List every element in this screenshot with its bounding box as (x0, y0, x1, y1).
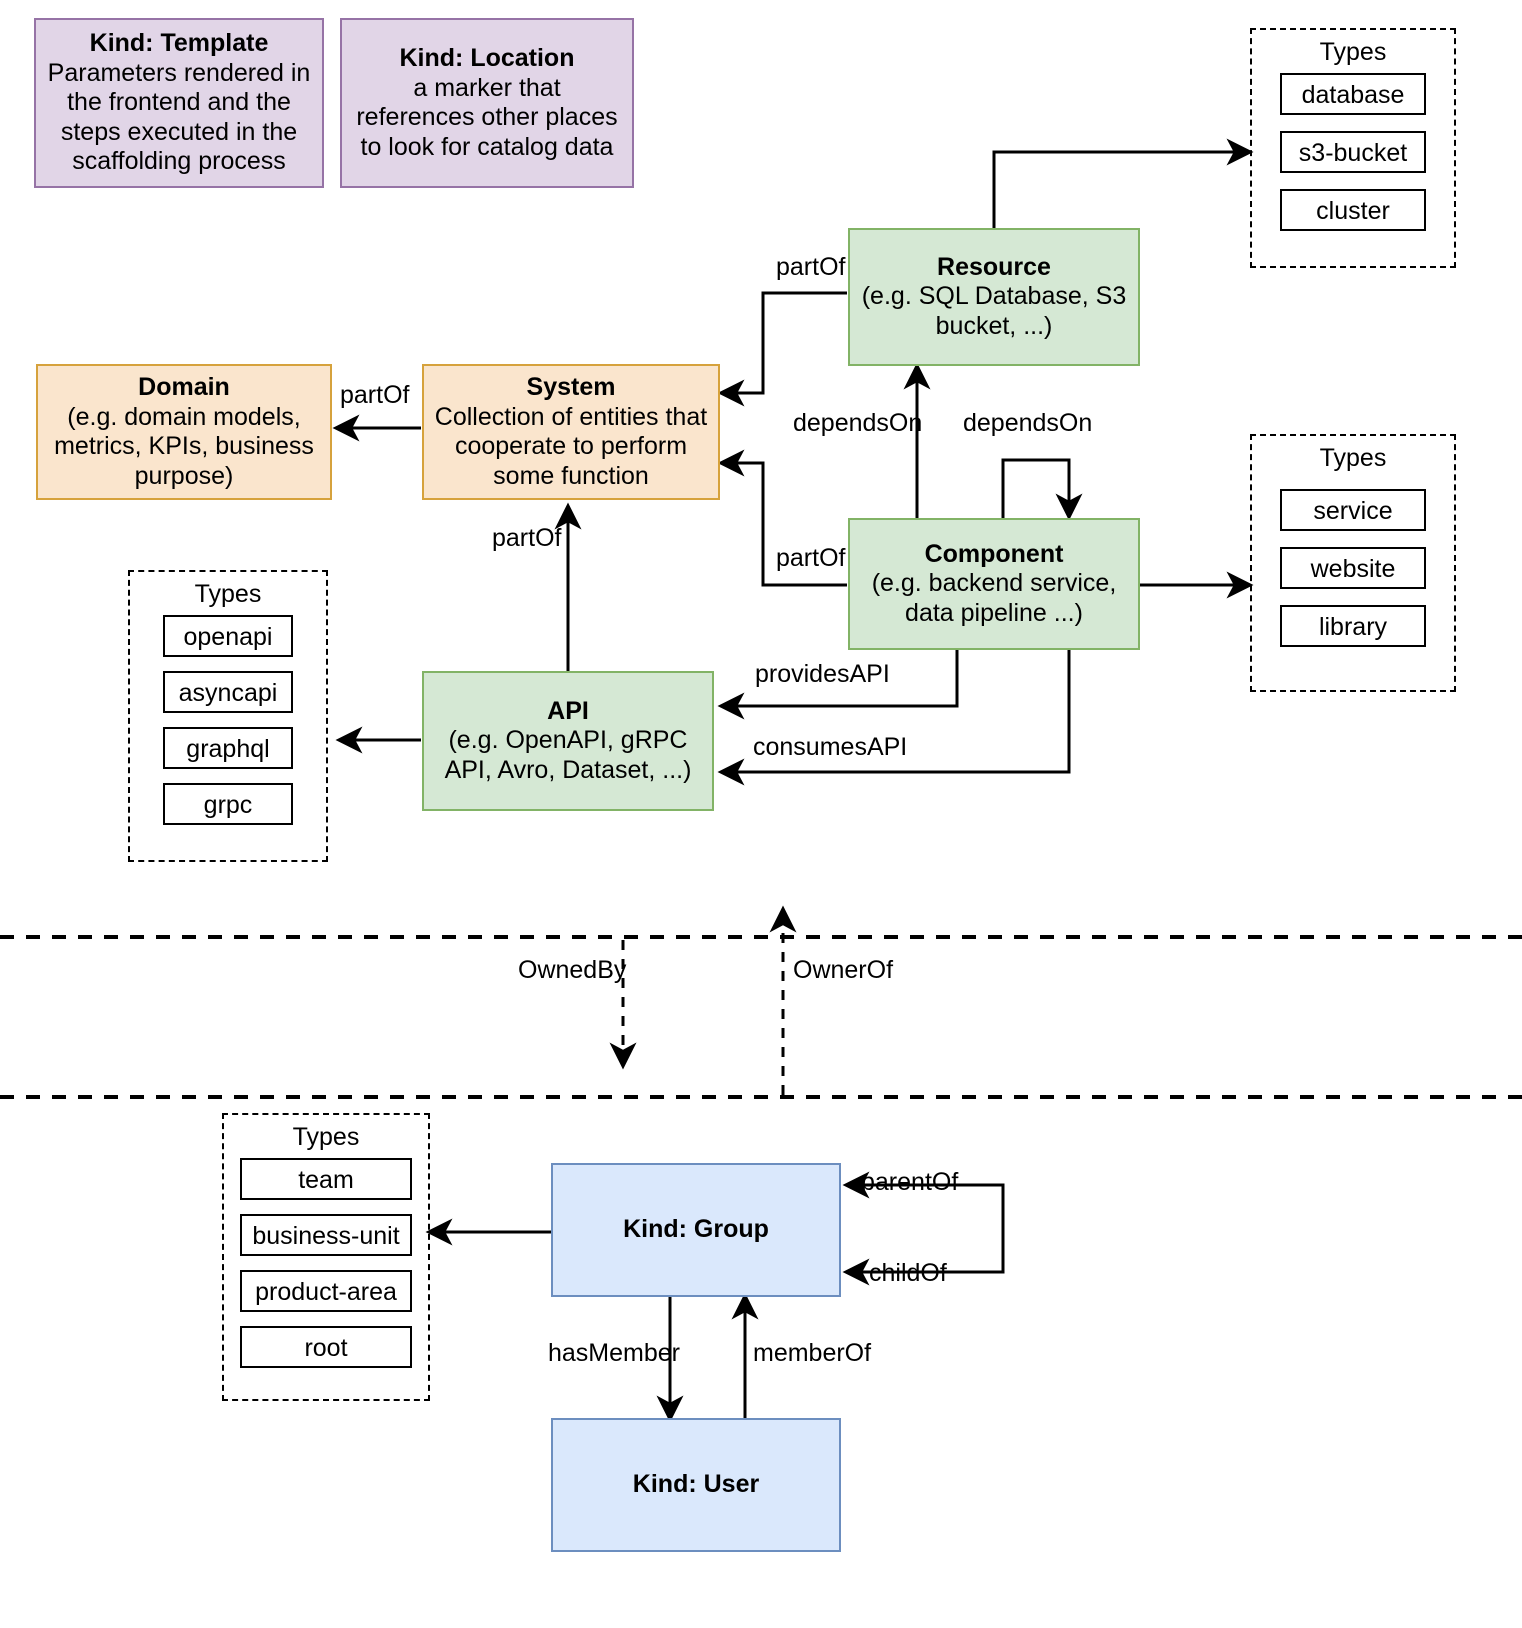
node-title: Kind: Location (399, 44, 575, 72)
type-chip[interactable]: root (240, 1326, 412, 1368)
node-title: API (547, 696, 589, 725)
type-chip[interactable]: database (1280, 73, 1426, 115)
node-kind-location[interactable]: Kind: Location a marker that references … (340, 18, 634, 188)
node-kind-user[interactable]: Kind: User (551, 1418, 841, 1552)
edge-label-resource-partof-system: partOf (776, 253, 846, 281)
edge-label-system-partof-domain: partOf (340, 381, 410, 409)
node-kind-group[interactable]: Kind: Group (551, 1163, 841, 1297)
node-title: Kind: User (632, 1470, 760, 1499)
node-component[interactable]: Component (e.g. backend service, data pi… (848, 518, 1140, 650)
types-group-component: Types service website library (1250, 434, 1456, 692)
edge-label-component-partof-system: partOf (776, 544, 846, 572)
node-domain[interactable]: Domain (e.g. domain models, metrics, KPI… (36, 364, 332, 500)
edge-resource-partof-system (717, 291, 847, 407)
edge-label-user-memberof: memberOf (753, 1339, 872, 1367)
node-title: Resource (937, 252, 1051, 281)
edge-component-dependson-self (1001, 458, 1083, 521)
node-description: (e.g. backend service, data pipeline ...… (871, 569, 1117, 627)
edge-resource-to-types (992, 138, 1254, 228)
node-system[interactable]: System Collection of entities that coope… (422, 364, 720, 500)
type-chip[interactable]: openapi (163, 615, 293, 657)
types-group-label: Types (292, 1123, 360, 1151)
type-chip[interactable]: service (1280, 489, 1426, 531)
node-description: Collection of entities that cooperate to… (434, 402, 708, 490)
types-group-resource: Types database s3-bucket cluster (1250, 28, 1456, 268)
node-resource[interactable]: Resource (e.g. SQL Database, S3 bucket, … (848, 228, 1140, 366)
types-group-label: Types (1319, 38, 1387, 66)
node-title: Kind: Group (623, 1215, 769, 1244)
edge-label-component-dependson-self: dependsOn (963, 409, 1093, 437)
type-chip[interactable]: product-area (240, 1270, 412, 1312)
type-chip[interactable]: cluster (1280, 189, 1426, 231)
edge-label-api-partof-system: partOf (492, 524, 562, 552)
type-chip[interactable]: business-unit (240, 1214, 412, 1256)
edge-label-ownerof: OwnerOf (793, 956, 894, 984)
node-title: Domain (138, 373, 230, 401)
edge-label-group-hasmember: hasMember (548, 1339, 680, 1367)
types-group-group: Types team business-unit product-area ro… (222, 1113, 430, 1401)
type-chip[interactable]: website (1280, 547, 1426, 589)
node-description: a marker that references other places to… (356, 73, 618, 161)
node-api[interactable]: API (e.g. OpenAPI, gRPC API, Avro, Datas… (422, 671, 714, 811)
type-chip[interactable]: asyncapi (163, 671, 293, 713)
edge-label-component-dependson-resource: dependsOn (793, 409, 923, 437)
edge-label-ownedby: OwnedBy (518, 956, 627, 984)
edge-label-group-childof: childOf (869, 1259, 947, 1287)
node-kind-template[interactable]: Kind: Template Parameters rendered in th… (34, 18, 324, 188)
node-description: (e.g. SQL Database, S3 bucket, ...) (861, 282, 1127, 340)
type-chip[interactable]: s3-bucket (1280, 131, 1426, 173)
type-chip[interactable]: grpc (163, 783, 293, 825)
type-chip[interactable]: team (240, 1158, 412, 1200)
types-group-api: Types openapi asyncapi graphql grpc (128, 570, 328, 862)
type-chip[interactable]: graphql (163, 727, 293, 769)
node-title: System (526, 373, 616, 401)
node-title: Component (924, 539, 1064, 568)
types-group-label: Types (194, 580, 262, 608)
node-title: Kind: Template (89, 29, 269, 58)
edge-label-component-consumesapi: consumesAPI (753, 733, 908, 761)
node-description: (e.g. OpenAPI, gRPC API, Avro, Dataset, … (444, 726, 692, 784)
types-group-label: Types (1319, 444, 1387, 472)
node-description: (e.g. domain models, metrics, KPIs, busi… (54, 402, 314, 490)
type-chip[interactable]: library (1280, 605, 1426, 647)
node-description: Parameters rendered in the frontend and … (47, 58, 311, 176)
edge-label-group-parentof: parentOf (861, 1168, 959, 1196)
edge-label-component-providesapi: providesAPI (755, 660, 890, 688)
